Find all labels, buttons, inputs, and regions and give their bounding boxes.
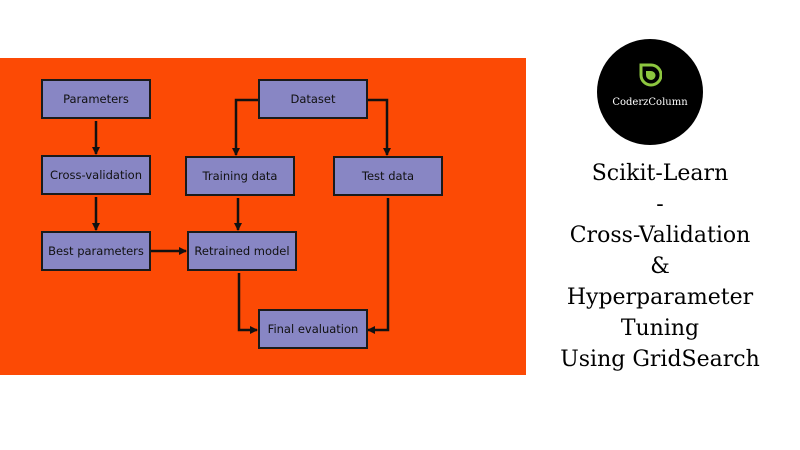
title-line: Hyperparameter bbox=[566, 285, 754, 310]
node-retrained-model: Retrained model bbox=[187, 231, 297, 271]
coderzcolumn-logo: CoderzColumn bbox=[597, 39, 703, 145]
arrow-test-to-final bbox=[367, 198, 390, 334]
arrow-retrained-to-final bbox=[237, 273, 258, 334]
title-line: Cross-Validation bbox=[569, 223, 751, 248]
node-best-parameters: Best parameters bbox=[41, 231, 151, 271]
logo-text: CoderzColumn bbox=[612, 97, 688, 108]
title-block: Scikit-Learn - Cross-Validation & Hyperp… bbox=[550, 158, 770, 375]
title-line: Using GridSearch bbox=[560, 347, 760, 372]
node-dataset: Dataset bbox=[258, 79, 368, 119]
leaf-icon bbox=[639, 63, 662, 87]
node-training-data: Training data bbox=[185, 156, 295, 196]
arrow-dataset-to-training bbox=[232, 98, 258, 156]
node-cross-validation: Cross-validation bbox=[41, 155, 151, 195]
title-line: Tuning bbox=[620, 316, 700, 341]
node-parameters: Parameters bbox=[41, 79, 151, 119]
title-line: Scikit-Learn bbox=[591, 161, 729, 186]
arrow-dataset-to-test bbox=[367, 98, 391, 156]
node-final-evaluation: Final evaluation bbox=[258, 309, 368, 349]
node-test-data: Test data bbox=[333, 156, 443, 196]
title-line: - bbox=[656, 192, 664, 217]
title-line: & bbox=[650, 254, 670, 279]
